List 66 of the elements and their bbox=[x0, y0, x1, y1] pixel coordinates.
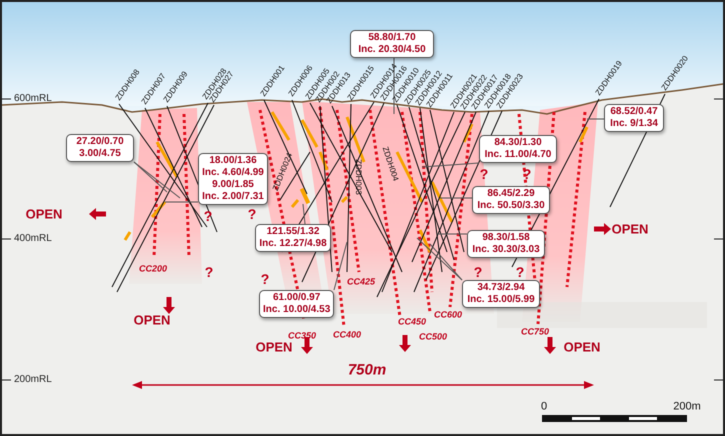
scale-label: 0 bbox=[540, 402, 548, 412]
zone-label: CC750 bbox=[521, 328, 549, 336]
open-label: OPEN bbox=[564, 340, 600, 354]
question-mark: ? bbox=[474, 265, 482, 279]
intercept-value: 58.80/1.70 bbox=[367, 32, 417, 44]
question-mark: ? bbox=[516, 265, 524, 279]
open-label: OPEN bbox=[26, 208, 62, 220]
question-mark: ? bbox=[522, 167, 532, 181]
leader-line bbox=[430, 244, 462, 280]
scale-label: 200m bbox=[673, 402, 701, 412]
leader-line bbox=[416, 238, 462, 280]
callout-box bbox=[259, 290, 334, 318]
intercept-value: Inc. 30.30/3.03 bbox=[471, 244, 541, 256]
zone-label: CC500 bbox=[419, 332, 447, 342]
elevation-label: 600mRL bbox=[14, 94, 52, 104]
leader-line bbox=[302, 204, 306, 224]
question-mark: ? bbox=[248, 207, 256, 221]
intercept-value: Inc. 20.30/4.50 bbox=[357, 44, 427, 56]
callout-box bbox=[350, 30, 434, 58]
leader-line bbox=[134, 162, 168, 192]
intercept-value: Inc. 10.00/4.53 bbox=[263, 304, 330, 316]
zone-label: CC200 bbox=[139, 264, 167, 274]
leader-line bbox=[134, 162, 180, 198]
callout-box bbox=[604, 104, 664, 132]
zone-label: CC400 bbox=[333, 330, 361, 340]
intercept-value: Inc. 4.60/4.99 bbox=[202, 167, 264, 179]
zone-label: CC450 bbox=[398, 318, 426, 326]
intercept-value: 27.20/0.70 bbox=[75, 136, 125, 148]
zone-label: CC425 bbox=[347, 278, 375, 286]
intercept-value: 86.45/2.29 bbox=[486, 188, 536, 200]
dimension-label: 750m bbox=[348, 362, 386, 378]
open-label: OPEN bbox=[134, 314, 170, 326]
intercept-value: Inc. 12.27/4.98 bbox=[259, 238, 327, 250]
intercept-value: Inc. 2.00/7.31 bbox=[202, 191, 264, 203]
intercept-value: 121.55/1.32 bbox=[266, 226, 320, 238]
intercept-value: 61.00/0.97 bbox=[272, 292, 322, 304]
intercept-value: Inc. 9/1.34 bbox=[609, 118, 659, 130]
intercept-value: Inc. 50.50/3.30 bbox=[476, 200, 546, 212]
callout-box bbox=[66, 134, 134, 162]
open-label: OPEN bbox=[612, 222, 648, 236]
callout-box bbox=[198, 153, 268, 205]
intercept-value: 68.52/0.47 bbox=[609, 106, 659, 118]
intercept-value: 98.30/1.58 bbox=[481, 232, 531, 244]
open-label: OPEN bbox=[256, 340, 292, 354]
question-mark: ? bbox=[480, 167, 488, 181]
leader-line bbox=[334, 242, 348, 290]
intercept-value: 9.00/1.85 bbox=[211, 179, 255, 191]
question-mark: ? bbox=[204, 209, 212, 223]
callout-box bbox=[467, 230, 545, 258]
intercept-value: 3.00/4.75 bbox=[78, 148, 122, 160]
intercept-value: Inc. 11.00/4.70 bbox=[484, 149, 552, 161]
intercept-value: 18.00/1.36 bbox=[208, 155, 258, 167]
leader-line bbox=[422, 162, 480, 168]
intercept-value: 34.73/2.94 bbox=[476, 282, 526, 294]
callout-box bbox=[479, 135, 557, 163]
leader-line bbox=[586, 118, 604, 120]
zone-label: CC600 bbox=[434, 310, 462, 320]
question-mark: ? bbox=[260, 272, 270, 286]
intercept-value: Inc. 15.00/5.99 bbox=[466, 294, 536, 306]
elevation-label: 400mRL bbox=[14, 234, 52, 244]
elevation-label: 200mRL bbox=[14, 375, 52, 385]
intercept-value: 84.30/1.30 bbox=[493, 137, 543, 149]
callout-box bbox=[255, 224, 331, 252]
callout-box bbox=[462, 280, 540, 308]
question-mark: ? bbox=[204, 265, 214, 279]
callout-box bbox=[472, 186, 550, 214]
